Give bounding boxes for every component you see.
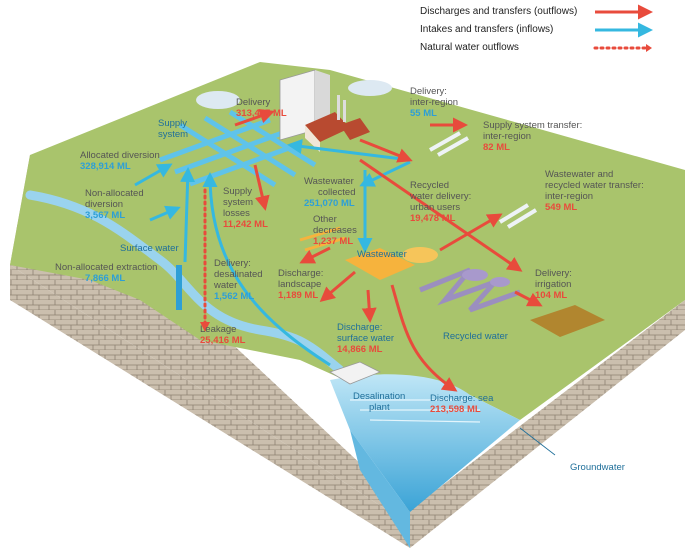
cloud-right xyxy=(348,80,392,96)
label-recycled-delivery: Recycled water delivery: urban users 19,… xyxy=(410,180,472,224)
bore xyxy=(176,265,182,310)
label-wastewater: Wastewater xyxy=(357,249,407,260)
legend-natural-label: Natural water outflows xyxy=(420,42,519,53)
arrow-other-decreases xyxy=(299,246,331,264)
groundwater-pointer xyxy=(519,427,556,456)
cloud-left xyxy=(196,91,240,109)
desalination-plant-building xyxy=(329,361,381,385)
arrow-delivery xyxy=(234,108,275,127)
arrow-discharge-sea xyxy=(390,284,458,392)
arrow-discharge-surface xyxy=(361,289,377,323)
label-wastewater-transfer: Wastewater and recycled water transfer: … xyxy=(545,169,644,213)
wastewater-plant xyxy=(299,226,438,280)
label-discharge-sea: Discharge: sea 213,598 ML xyxy=(430,393,494,415)
label-discharge-landscape: Discharge: landscape 1,189 ML xyxy=(278,268,324,301)
label-non-allocated-extraction: Non-allocated extraction 7,866 ML xyxy=(55,262,158,284)
arrow-irrigation xyxy=(514,290,543,307)
label-groundwater: Groundwater xyxy=(570,462,625,473)
arrow-losses xyxy=(253,164,270,211)
arrow-allocated-diversion xyxy=(134,163,173,187)
pipe-wastewater-transfer xyxy=(498,203,538,229)
label-delivery-inter-region: Delivery: inter-region 55 ML xyxy=(410,86,459,119)
sea xyxy=(330,374,520,512)
inflow-arrows xyxy=(134,139,411,367)
label-wastewater-collected: Wastewater collected 251,070 ML xyxy=(304,176,356,209)
label-desal-plant: Desalination plant xyxy=(353,391,406,413)
arrow-recycled-delivery xyxy=(359,158,523,272)
arrow-non-allocated-diversion xyxy=(149,205,181,222)
river xyxy=(25,190,345,375)
label-supply-system: Supply system xyxy=(158,118,189,140)
label-delivery: Delivery 313,447 ML xyxy=(236,97,287,119)
label-discharge-surface: Discharge: surface water 14,866 ML xyxy=(337,322,395,355)
legend-outflows-label: Discharges and transfers (outflows) xyxy=(420,6,578,17)
label-delivery-irrigation: Delivery: irrigation 104 ML xyxy=(535,268,572,301)
recycled-plant xyxy=(419,267,521,313)
arrow-desal-delivery xyxy=(202,172,331,367)
arrow-discharge-landscape xyxy=(319,270,356,302)
label-delivery-desal: Delivery: desalinated water 1,562 ML xyxy=(214,258,263,302)
block-right-face xyxy=(410,300,685,548)
legend-inflows-label: Intakes and transfers (inflows) xyxy=(420,24,554,35)
arrow-inter-region-delivery xyxy=(287,139,411,162)
label-allocated-diversion: Allocated diversion 328,914 ML xyxy=(80,150,160,172)
label-leakage: Leakage 25,416 ML xyxy=(200,324,246,346)
pipe-transfer xyxy=(429,131,469,157)
label-recycled-water: Recycled water xyxy=(443,331,508,342)
city-buildings xyxy=(279,69,370,152)
irrigation-field xyxy=(530,305,605,337)
label-surface-water: Surface water xyxy=(120,243,179,254)
outflow-arrows xyxy=(234,108,543,392)
label-supply-transfer: Supply system transfer: inter-region 82 … xyxy=(483,120,583,153)
label-supply-losses: Supply system losses 11,242 ML xyxy=(223,186,268,230)
label-other-decreases: Other decreases 1,237 ML xyxy=(313,214,357,247)
arrow-extraction xyxy=(180,167,196,263)
legend xyxy=(593,4,653,52)
arrow-wastewater-transfer xyxy=(439,213,503,252)
label-non-allocated-diversion: Non-allocated diversion 3,567 ML xyxy=(85,188,144,221)
